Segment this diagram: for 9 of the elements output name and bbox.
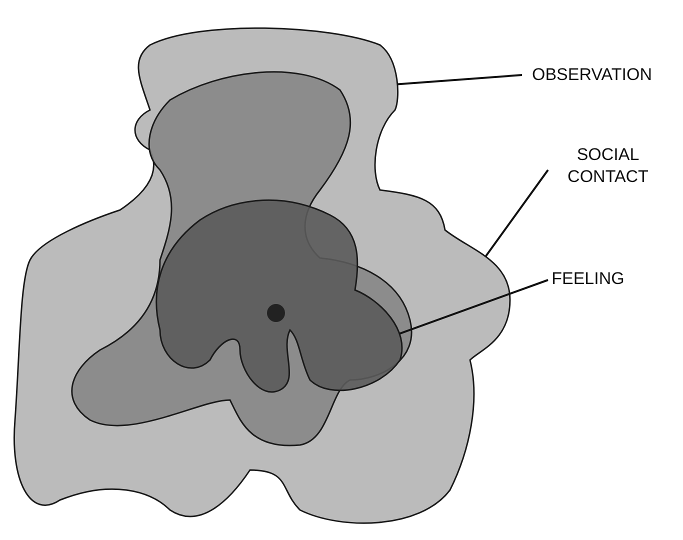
inner-blob <box>156 199 403 393</box>
middle-blob <box>71 71 412 446</box>
callout-label: OBSERVATION <box>522 64 662 86</box>
leader-line <box>397 74 522 86</box>
leader-line <box>484 169 549 258</box>
outer-blob <box>14 27 511 524</box>
callout-label: FEELING <box>548 268 628 290</box>
leader-line <box>399 279 548 335</box>
callout-label: SOCIAL CONTACT <box>548 144 668 188</box>
